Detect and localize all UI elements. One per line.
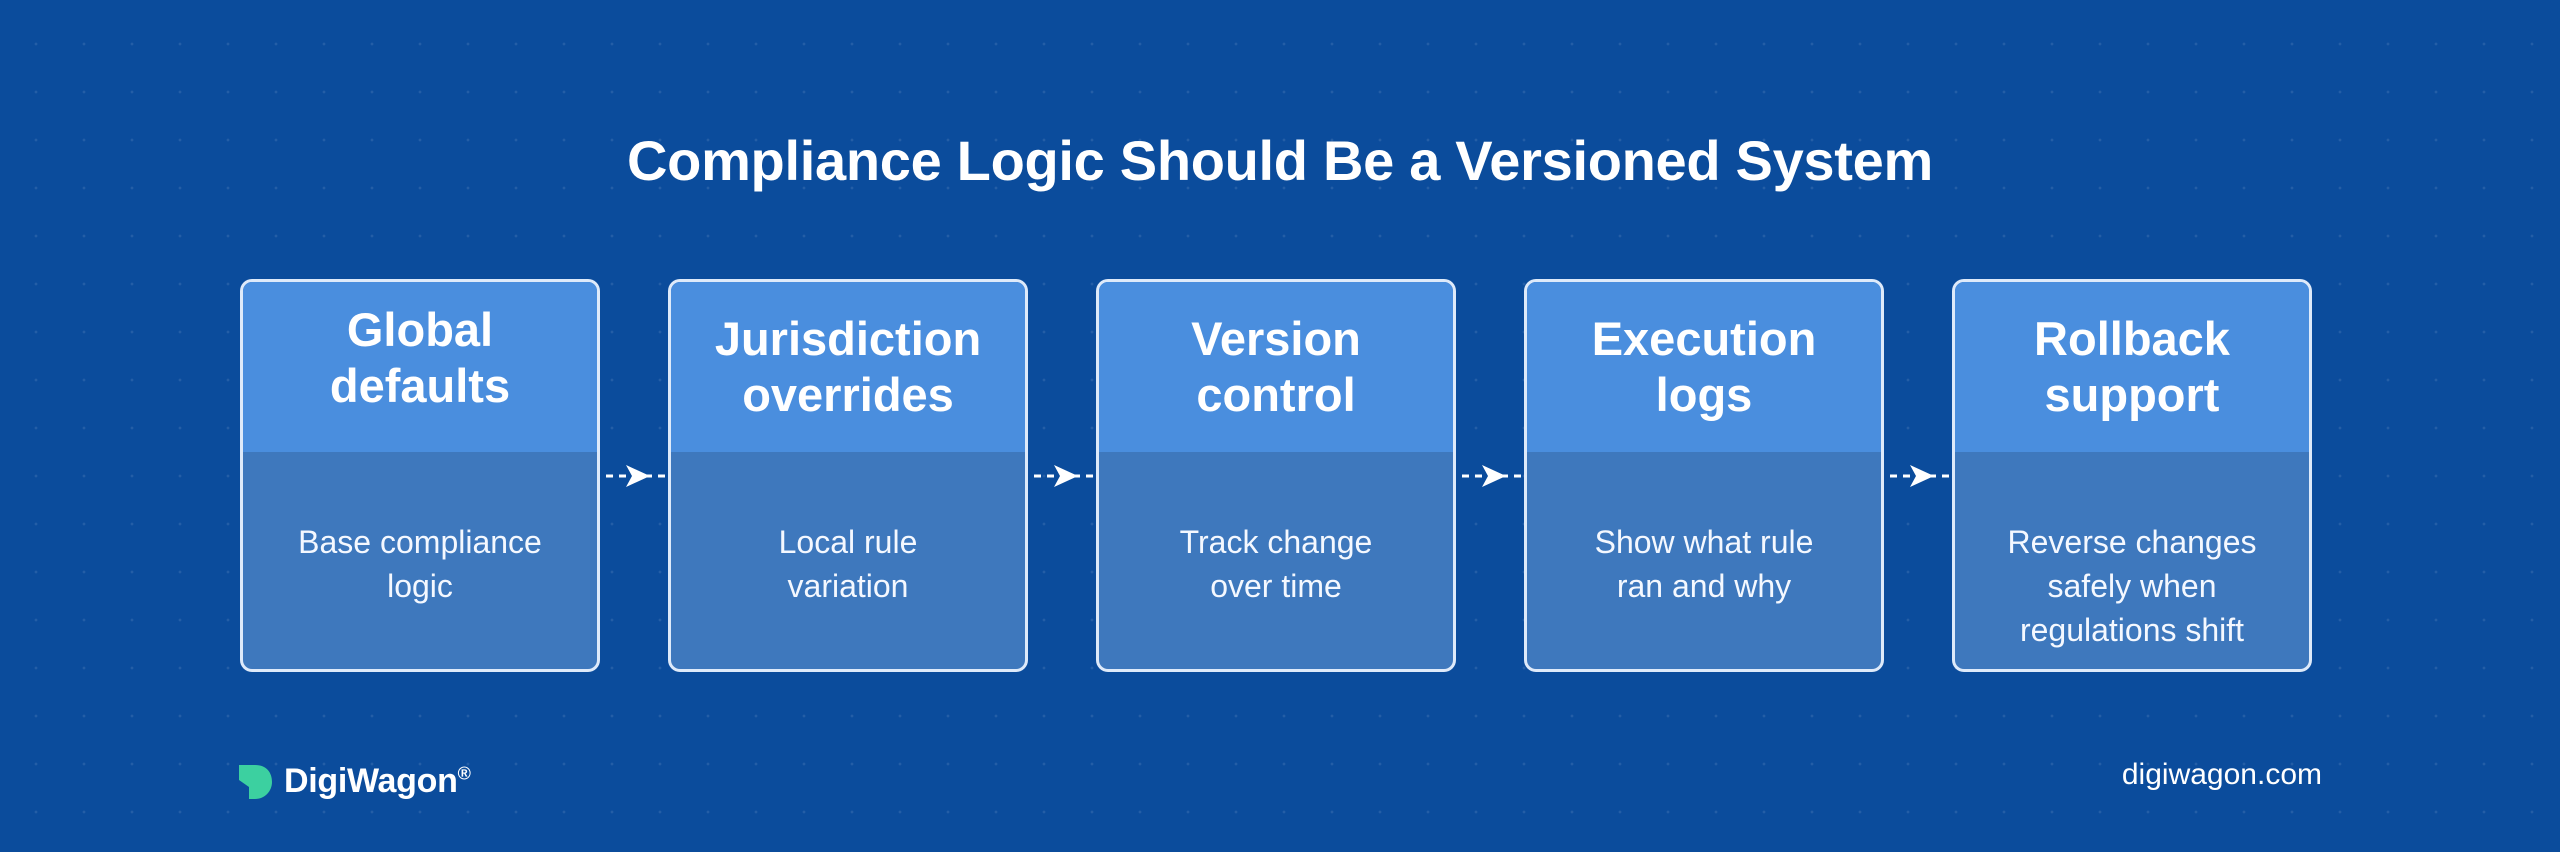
step-jurisdiction-overrides: Jurisdiction overrides Local rule variat… bbox=[668, 279, 1028, 672]
step-description: Show what rule ran and why bbox=[1594, 524, 1814, 605]
digiwagon-leaf-icon bbox=[239, 764, 272, 799]
step-description: Reverse changes safely when regulations … bbox=[2007, 524, 2257, 649]
step-title: Global defaults bbox=[243, 282, 597, 452]
step-rollback-support: Rollback support Reverse changes safely … bbox=[1952, 279, 2312, 672]
page-title: Compliance Logic Should Be a Versioned S… bbox=[627, 129, 1933, 192]
arrow-icon bbox=[626, 465, 650, 487]
step-title: Rollback support bbox=[1955, 282, 2309, 452]
website-url: digiwagon.com bbox=[2121, 758, 2322, 791]
step-description: Track change over time bbox=[1179, 524, 1373, 605]
step-description: Local rule variation bbox=[778, 524, 918, 605]
step-title: Version control bbox=[1099, 282, 1453, 452]
brand-name: DigiWagon® bbox=[284, 762, 471, 800]
arrow-icon bbox=[1910, 465, 1934, 487]
step-version-control: Version control Track change over time bbox=[1096, 279, 1456, 672]
step-title: Execution logs bbox=[1527, 282, 1881, 452]
step-title: Jurisdiction overrides bbox=[671, 282, 1025, 452]
step-description: Base compliance logic bbox=[298, 524, 542, 605]
step-execution-logs: Execution logs Show what rule ran and wh… bbox=[1524, 279, 1884, 672]
arrow-icon bbox=[1482, 465, 1506, 487]
step-global-defaults: Global defaults Base compliance logic bbox=[240, 279, 600, 672]
brand-logo: DigiWagon® bbox=[236, 762, 471, 801]
arrow-icon bbox=[1054, 465, 1078, 487]
arrow-connector-4 bbox=[1890, 465, 1954, 487]
registered-mark: ® bbox=[457, 763, 471, 784]
arrow-connector-1 bbox=[606, 465, 670, 487]
arrow-connector-2 bbox=[1034, 465, 1098, 487]
arrow-connector-3 bbox=[1462, 465, 1526, 487]
